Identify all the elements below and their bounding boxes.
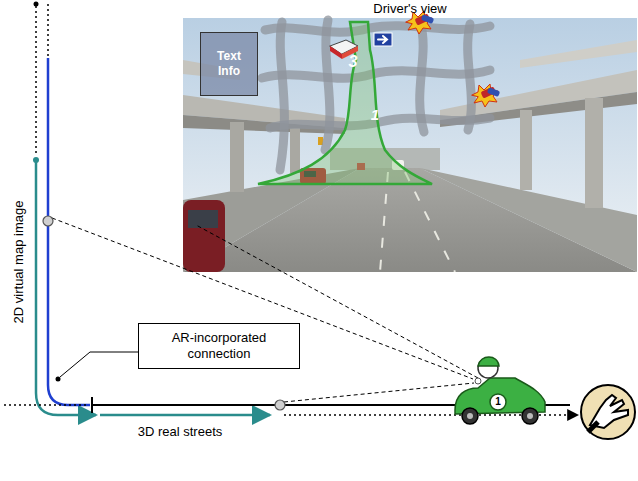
callout-number: 1 [371,107,379,122]
photo-heading: Driver's view [373,2,446,15]
callout-box: AR-incorporated connection [138,323,300,370]
info-panel: Text Info [200,32,258,96]
hand-icon [581,385,635,439]
node-text: AR-incorporated connection [145,330,293,363]
street-lines [4,2,578,416]
callout-number: 3 [349,54,358,70]
car-icon [455,357,545,424]
axis-label: 3D real streets [138,425,223,438]
node-text: Text Info [209,49,249,79]
callout-number: 1 [495,397,501,407]
axis-label: 2D virtual map image [12,201,25,324]
virtual-map-overlay [258,11,500,184]
driver-photo [183,18,637,272]
